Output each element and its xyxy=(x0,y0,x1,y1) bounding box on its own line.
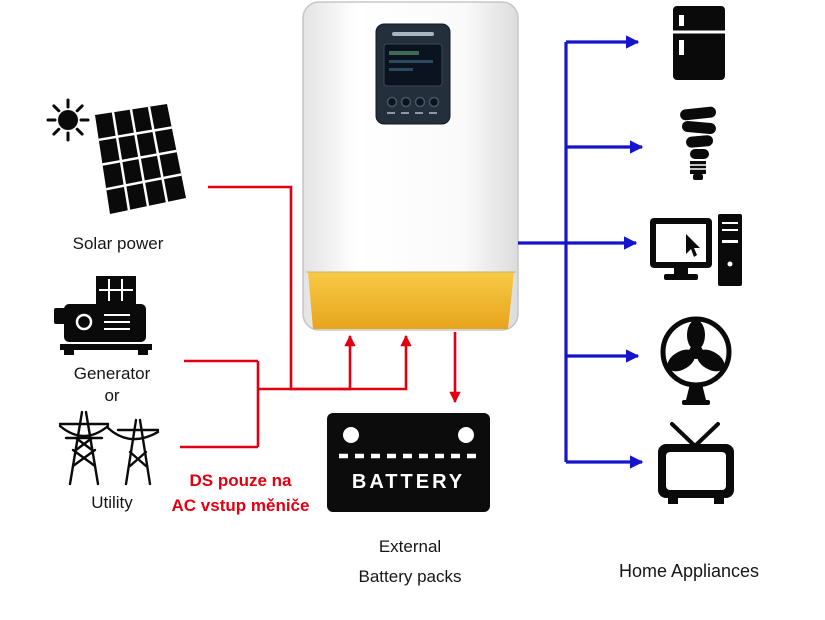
input-flow-arrows xyxy=(180,185,461,449)
inverter-button xyxy=(386,96,398,108)
battery-panel-text: BATTERY xyxy=(351,471,466,493)
home-appliances-label: Home Appliances xyxy=(618,561,760,581)
sun-icon xyxy=(46,98,90,142)
generator-label: Generator xyxy=(73,364,151,383)
inverter-button xyxy=(428,96,440,108)
generator-icon xyxy=(54,276,152,355)
utility-icon xyxy=(58,410,160,486)
or-label: or xyxy=(104,386,120,405)
output-flow-arrows xyxy=(518,35,644,469)
ac-input-note: DS pouze na AC vstup měniče xyxy=(138,468,343,518)
battery-caption-line1: External xyxy=(378,537,442,556)
television-icon xyxy=(658,422,734,504)
inverter-unit xyxy=(302,1,519,331)
computer-icon xyxy=(650,214,742,286)
ac-input-note-line2: AC vstup měniče xyxy=(171,496,310,515)
inverter-button xyxy=(414,96,426,108)
refrigerator-icon xyxy=(673,6,725,80)
battery-caption-line2: Battery packs xyxy=(358,567,462,586)
inverter-base-panel xyxy=(308,272,514,329)
utility-label: Utility xyxy=(91,493,133,512)
solar-power-label: Solar power xyxy=(72,234,164,253)
ac-input-note-line1: DS pouze na xyxy=(189,471,292,490)
solar-panel-icon xyxy=(95,104,186,214)
inverter-button xyxy=(400,96,412,108)
inverter-display xyxy=(375,23,451,125)
fan-icon xyxy=(660,316,732,405)
cfl-bulb-icon xyxy=(680,106,716,180)
battery-icon xyxy=(327,413,490,512)
